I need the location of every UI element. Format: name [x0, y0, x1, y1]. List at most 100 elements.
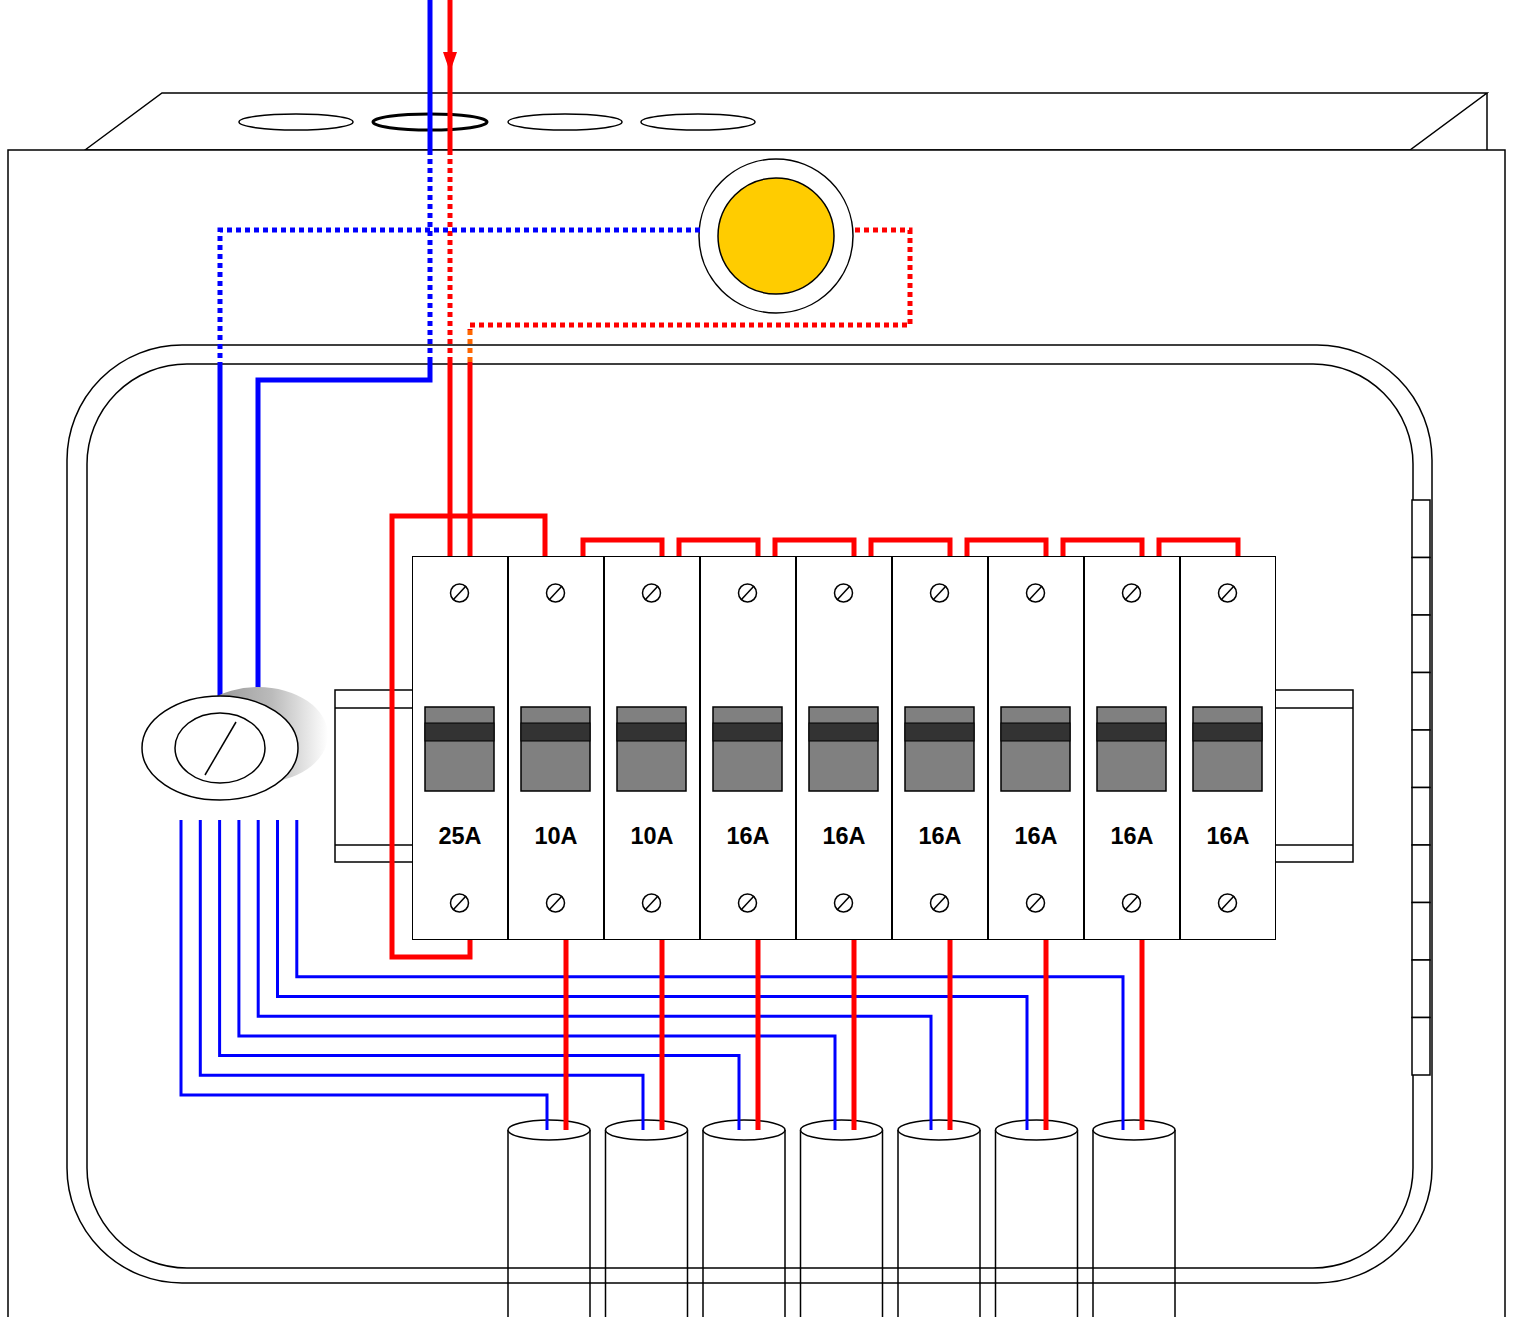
toggle-band [713, 723, 782, 741]
cable-sheath [996, 1130, 1078, 1317]
circuit-breaker: 16A [1180, 556, 1276, 940]
terminal-screw [643, 584, 661, 602]
circuit-breaker: 16A [892, 556, 988, 940]
cable-sheath [898, 1130, 980, 1317]
circuit-breaker: 10A [508, 556, 604, 940]
toggle-band [1097, 723, 1166, 741]
breaker-toggle [521, 707, 590, 791]
live-wire [564, 940, 569, 1130]
live-wire [852, 940, 857, 1130]
toggle-band [809, 723, 878, 741]
breaker-face [797, 557, 890, 938]
busbar-link [775, 540, 854, 556]
terminal-screw [739, 584, 757, 602]
busbar-link [583, 540, 662, 556]
cable-sheath [508, 1130, 590, 1317]
busbar-link [1159, 540, 1238, 556]
neutral-terminal [142, 687, 328, 800]
terminal-screw [1219, 894, 1237, 912]
busbar-link [967, 540, 1046, 556]
breaker-face [413, 557, 506, 938]
terminal-screw [547, 584, 565, 602]
cable-end [1093, 1120, 1175, 1140]
hinge-tab [1412, 558, 1430, 616]
cable-end [898, 1120, 980, 1140]
breaker-face [509, 557, 602, 938]
breaker-toggle [617, 707, 686, 791]
breaker-face [1085, 557, 1178, 938]
indicator-lamp [699, 159, 853, 313]
terminal-screw [739, 894, 757, 912]
hinge-tab [1412, 1018, 1430, 1076]
busbar-link [1063, 540, 1142, 556]
breaker-toggle [1193, 707, 1262, 791]
circuit-breaker: 25A [412, 556, 508, 940]
cable-sheath [703, 1130, 785, 1317]
breaker-rating: 16A [797, 825, 891, 849]
busbar-link [871, 540, 950, 556]
housing [8, 93, 1505, 1317]
breaker-toggle [1001, 707, 1070, 791]
cable-end [801, 1120, 883, 1140]
circuit-breaker: 16A [988, 556, 1084, 940]
terminal-screw [931, 894, 949, 912]
hinge-tab [1412, 500, 1430, 558]
terminal-screw [835, 584, 853, 602]
hinge-tab [1412, 730, 1430, 788]
cable-end [996, 1120, 1078, 1140]
live-wire [756, 940, 761, 1130]
breaker-rating: 16A [1181, 825, 1275, 849]
breaker-toggle [1097, 707, 1166, 791]
breaker-face [1181, 557, 1274, 938]
terminal-screw [1027, 894, 1045, 912]
breaker-rating: 25A [413, 825, 507, 849]
cable-end [508, 1120, 590, 1140]
cable-sheath [801, 1130, 883, 1317]
breaker-face [989, 557, 1082, 938]
circuit-breaker: 16A [700, 556, 796, 940]
breaker-toggle [809, 707, 878, 791]
circuit-breaker: 10A [604, 556, 700, 940]
circuit-cables [508, 1120, 1175, 1317]
terminal-screw [1027, 584, 1045, 602]
breaker-rating: 16A [1085, 825, 1179, 849]
breaker-rating: 16A [701, 825, 795, 849]
breaker-face [605, 557, 698, 938]
toggle-band [1193, 723, 1262, 741]
hinge-tab [1412, 788, 1430, 846]
terminal-screw [1219, 584, 1237, 602]
live-wire [1140, 940, 1145, 1130]
breaker-toggle [905, 707, 974, 791]
toggle-band [617, 723, 686, 741]
live-wire [948, 940, 953, 1130]
terminal-screw [643, 894, 661, 912]
live-wire [1044, 940, 1049, 1130]
hinge-tab [1412, 673, 1430, 731]
terminal-screw [451, 584, 469, 602]
cable-sheath [606, 1130, 688, 1317]
cable-sheath [1093, 1130, 1175, 1317]
toggle-band [1001, 723, 1070, 741]
hinge-tabs [1412, 500, 1430, 1075]
hinge-tab [1412, 615, 1430, 673]
toggle-band [521, 723, 590, 741]
circuit-breaker: 16A [1084, 556, 1180, 940]
breaker-face [893, 557, 986, 938]
terminal-screw [931, 584, 949, 602]
breaker-rating: 10A [605, 825, 699, 849]
breaker-face [701, 557, 794, 938]
cable-end [703, 1120, 785, 1140]
breaker-toggle [425, 707, 494, 791]
breaker-rating: 16A [989, 825, 1083, 849]
toggle-band [425, 723, 494, 741]
breaker-rating: 10A [509, 825, 603, 849]
terminal-screw [835, 894, 853, 912]
breaker-toggle [713, 707, 782, 791]
cable-end [606, 1120, 688, 1140]
hinge-tab [1412, 845, 1430, 903]
breaker-rating: 16A [893, 825, 987, 849]
hinge-tab [1412, 903, 1430, 961]
live-wire [660, 940, 665, 1130]
terminal-screw [451, 894, 469, 912]
terminal-screw [1123, 894, 1141, 912]
